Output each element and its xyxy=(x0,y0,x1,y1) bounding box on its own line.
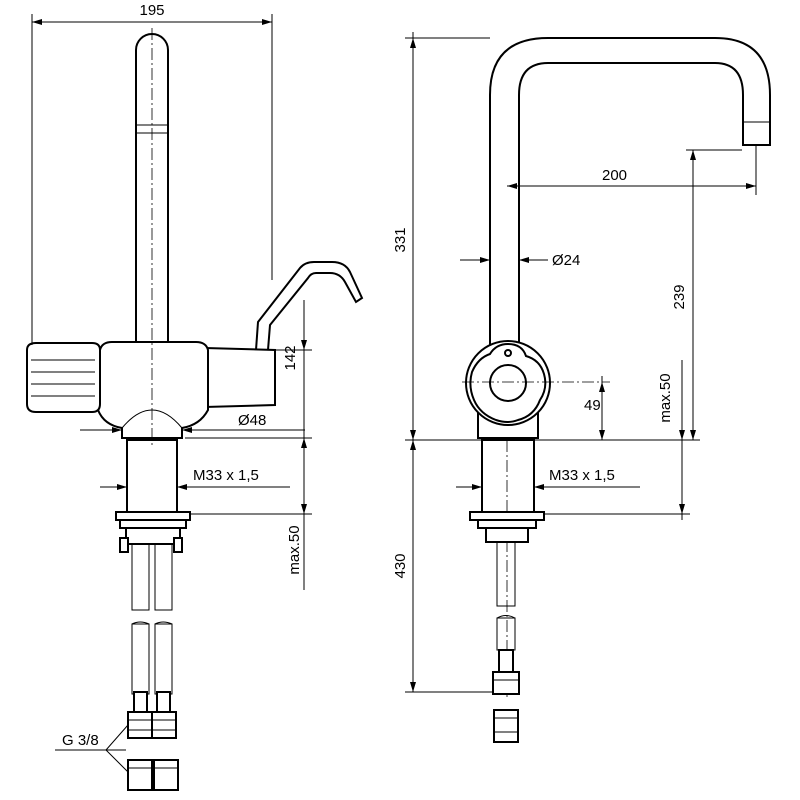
dim-max50-left-label: max.50 xyxy=(286,525,303,574)
right-threaded-shank xyxy=(481,439,535,513)
dim-239-label: 239 xyxy=(671,284,688,309)
dim-max50-right-label: max.50 xyxy=(657,373,674,422)
dim-m33-left-label: M33 x 1,5 xyxy=(193,467,259,484)
dim-g38-label: G 3/8 xyxy=(62,732,99,749)
dim-o24-label: Ø24 xyxy=(552,252,580,269)
left-view: 195 142 Ø48 M33 x 1,5 max.50 G 3/8 xyxy=(26,2,364,791)
left-knob xyxy=(26,342,101,413)
dim-49-label: 49 xyxy=(584,397,601,414)
dim-m33-right-label: M33 x 1,5 xyxy=(549,467,615,484)
dim-142-label: 142 xyxy=(282,345,299,370)
right-view: 331 200 Ø24 239 49 max.50 xyxy=(392,32,771,743)
dim-195-label: 195 xyxy=(139,2,164,19)
dim-200-label: 200 xyxy=(602,167,627,184)
dim-331-label: 331 xyxy=(392,227,409,252)
left-lever xyxy=(254,261,364,351)
right-spout xyxy=(489,37,771,346)
left-threaded-shank xyxy=(126,439,178,513)
left-side-body xyxy=(204,346,276,409)
left-hose-a xyxy=(131,543,150,611)
left-main-body xyxy=(96,341,209,439)
dim-430-label: 430 xyxy=(392,553,409,578)
right-handle xyxy=(465,340,551,426)
left-hose-b xyxy=(154,543,173,611)
dim-o48-label: Ø48 xyxy=(238,412,266,429)
